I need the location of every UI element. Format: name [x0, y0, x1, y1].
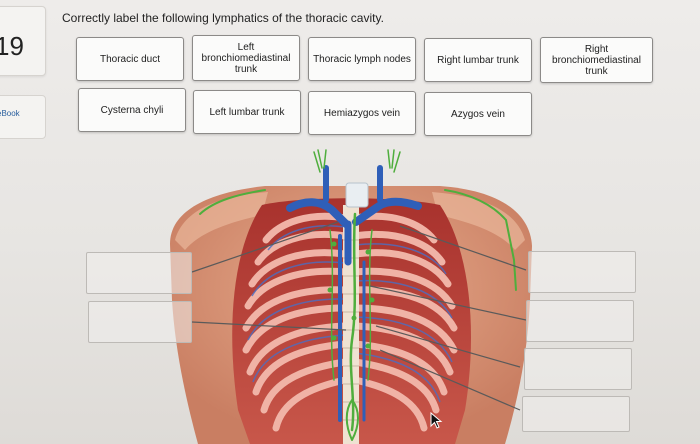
drop-zone-right-4[interactable]	[522, 396, 630, 432]
drop-zone-right-2[interactable]	[526, 300, 634, 342]
drop-zone-left-2[interactable]	[88, 301, 192, 343]
drop-zone-right-3[interactable]	[524, 348, 632, 390]
mouse-pointer-icon	[430, 412, 444, 430]
drop-zone-right-1[interactable]	[528, 251, 636, 293]
drop-zone-left-1[interactable]	[86, 252, 192, 294]
